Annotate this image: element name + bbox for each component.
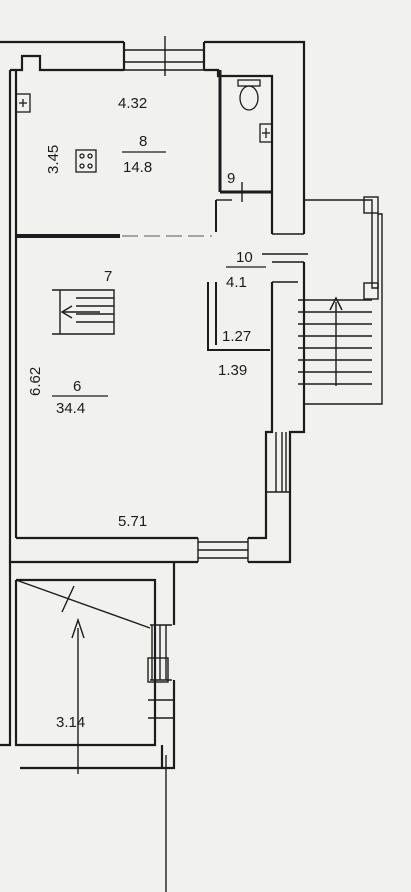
arrow-head [71,617,85,639]
living-number: 6 [73,378,81,395]
dimension-main-height: 6.62 [27,367,44,396]
windows [124,36,308,719]
outer-wall [0,40,306,564]
inner-wall [10,54,274,540]
dimension-corridor-length: 1.39 [218,362,247,379]
hall-number: 10 [236,249,253,266]
kitchen-number: 8 [139,133,147,150]
dimension-bottom-width: 5.71 [118,513,147,530]
dimension-corridor-width: 1.27 [222,328,251,345]
dimension-annex-width: 3.14 [56,714,85,731]
partitions [16,70,272,351]
annex-door [15,579,151,774]
electrical-panel-icon [15,93,31,113]
porch-steps [298,299,372,385]
arrow-head [329,296,343,311]
hall-area: 4.1 [226,274,247,291]
porch-post [363,282,379,300]
porch-outline [304,199,383,405]
wc-number: 9 [227,170,235,187]
hall-partition [207,200,270,351]
toilet-icon [237,79,261,111]
bottom-window [197,538,249,562]
annex-window [147,624,174,719]
arrow-head [60,305,73,319]
hall-door [262,233,308,283]
porch [298,196,383,405]
annex-wall [0,562,176,770]
stove-icon [75,149,97,173]
living-area: 34.4 [56,400,85,417]
porch-post [363,196,379,214]
dimension-kitchen-height: 3.45 [45,145,62,174]
stairs-number: 7 [104,268,112,285]
top-window [124,36,204,76]
wall-outlines [0,40,306,892]
dimension-top-width: 4.32 [118,95,147,112]
right-window [266,432,290,493]
electrical-panel-icon [259,123,273,143]
kitchen-area: 14.8 [123,159,152,176]
interior-stairs [52,289,115,335]
